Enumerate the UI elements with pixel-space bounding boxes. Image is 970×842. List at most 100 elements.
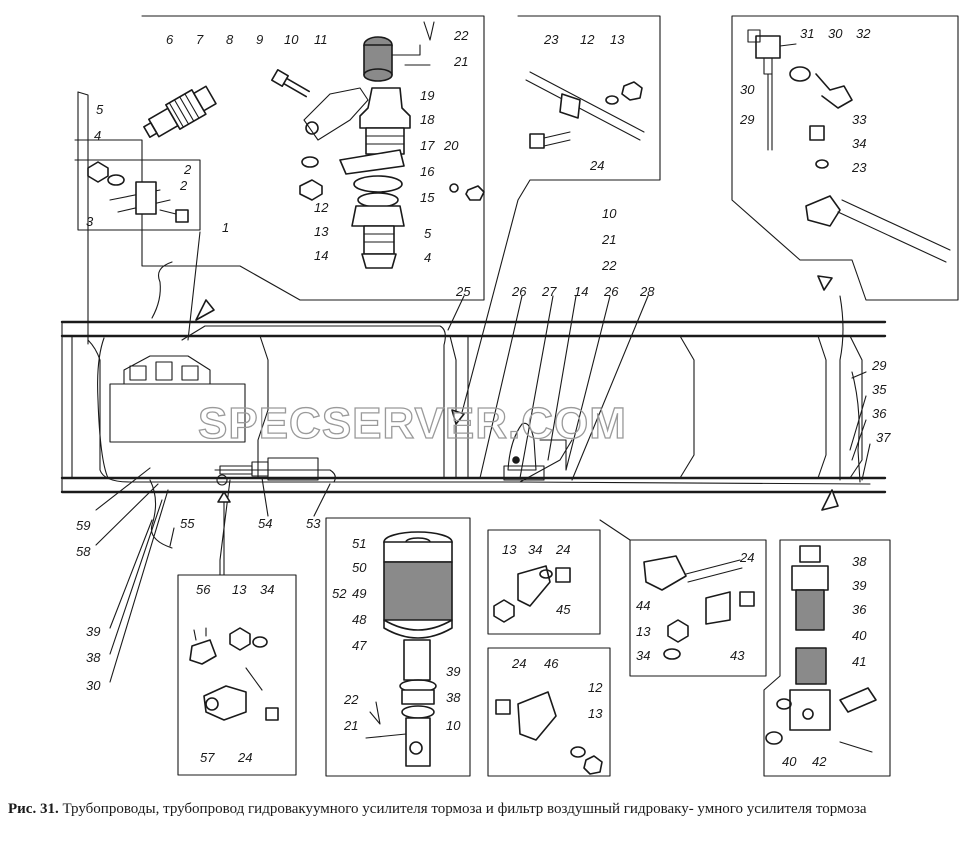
callout-25: 25 xyxy=(455,284,471,299)
valve-assembly xyxy=(216,457,319,486)
callout-59: 59 xyxy=(76,518,90,533)
pipeline-diagram: SPECSERVER.COM 1 2 2 3 4 5 6 7 8 9 10 11… xyxy=(60,15,959,777)
callout-10: 10 xyxy=(284,32,299,47)
callout-33: 33 xyxy=(852,112,867,127)
callout-18: 18 xyxy=(420,112,435,127)
figure-label: Рис. 31. xyxy=(8,801,59,817)
callout-23b: 23 xyxy=(851,160,867,175)
inset-sensor-detail xyxy=(177,479,297,776)
figure-caption: Рис. 31. Трубопроводы, трубопровод гидро… xyxy=(8,800,964,819)
inset-brackets xyxy=(487,529,611,777)
callout-36b: 36 xyxy=(852,602,867,617)
callout-3: 3 xyxy=(86,214,94,229)
callout-53: 53 xyxy=(306,516,321,531)
callout-39c: 39 xyxy=(852,578,866,593)
callout-38c: 38 xyxy=(852,554,867,569)
callout-4b: 4 xyxy=(424,250,431,265)
callout-26: 26 xyxy=(511,284,527,299)
callout-55: 55 xyxy=(180,516,195,531)
callout-49: 49 xyxy=(352,586,366,601)
callout-56: 56 xyxy=(196,582,211,597)
callout-13d: 13 xyxy=(232,582,247,597)
callout-24e: 24 xyxy=(739,550,754,565)
callout-21b: 21 xyxy=(601,232,616,247)
callout-38: 38 xyxy=(86,650,101,665)
callout-35: 35 xyxy=(872,382,887,397)
callout-57: 57 xyxy=(200,750,215,765)
callout-37: 37 xyxy=(876,430,891,445)
callout-29b: 29 xyxy=(871,358,886,373)
callout-20: 20 xyxy=(443,138,459,153)
callout-4: 4 xyxy=(94,128,101,143)
callout-13f: 13 xyxy=(588,706,603,721)
callout-34d: 34 xyxy=(636,648,650,663)
callout-12d: 12 xyxy=(588,680,603,695)
callout-45: 45 xyxy=(556,602,571,617)
callout-2: 2 xyxy=(183,162,192,177)
callout-31: 31 xyxy=(800,26,814,41)
battery-box xyxy=(97,337,246,479)
figure-caption-text: Трубопроводы, трубопровод гидровакуумног… xyxy=(62,801,867,817)
callout-13: 13 xyxy=(314,224,329,239)
callout-5: 5 xyxy=(96,102,104,117)
callout-51: 51 xyxy=(352,536,366,551)
callout-47: 47 xyxy=(352,638,367,653)
callout-40b: 40 xyxy=(782,754,797,769)
inset-tee-fitting xyxy=(731,15,959,301)
callout-23: 23 xyxy=(543,32,559,47)
callout-13e: 13 xyxy=(502,542,517,557)
callout-9: 9 xyxy=(256,32,263,47)
hydrovacuum-booster xyxy=(503,422,567,481)
leader-arrows xyxy=(195,275,839,576)
callout-24d: 24 xyxy=(511,656,526,671)
callout-5b: 5 xyxy=(424,226,432,241)
callout-30b: 30 xyxy=(740,82,755,97)
callout-10b: 10 xyxy=(602,206,617,221)
callout-39: 39 xyxy=(86,624,100,639)
callout-14: 14 xyxy=(314,248,328,263)
callout-7: 7 xyxy=(196,32,204,47)
callout-19: 19 xyxy=(420,88,434,103)
callout-21c: 21 xyxy=(343,718,358,733)
callout-44: 44 xyxy=(636,598,650,613)
callout-39b: 39 xyxy=(446,664,460,679)
inset-pipe-clip xyxy=(459,15,661,421)
callout-14b: 14 xyxy=(574,284,588,299)
inset-tee-bracket xyxy=(599,519,767,677)
callout-15: 15 xyxy=(420,190,435,205)
callout-34b: 34 xyxy=(260,582,274,597)
callout-labels: 1 2 2 3 4 5 6 7 8 9 10 11 22 21 19 18 17… xyxy=(76,26,891,769)
callout-22b: 22 xyxy=(601,258,617,273)
callout-52: 52 xyxy=(332,586,347,601)
callout-24: 24 xyxy=(589,158,604,173)
callout-38b: 38 xyxy=(446,690,461,705)
callout-40: 40 xyxy=(852,628,867,643)
callout-21: 21 xyxy=(453,54,468,69)
callout-2: 2 xyxy=(179,178,188,193)
chassis-frame xyxy=(60,320,887,494)
inset-fitting-detail xyxy=(74,15,485,301)
callout-34c: 34 xyxy=(528,542,542,557)
inset-air-filter xyxy=(325,517,471,777)
callout-32: 32 xyxy=(856,26,871,41)
callout-24c: 24 xyxy=(555,542,570,557)
callout-43: 43 xyxy=(730,648,745,663)
callout-8: 8 xyxy=(226,32,234,47)
callout-36: 36 xyxy=(872,406,887,421)
callout-46: 46 xyxy=(544,656,559,671)
callout-leaders xyxy=(95,231,871,683)
callout-17: 17 xyxy=(420,138,435,153)
callout-10c: 10 xyxy=(446,718,461,733)
callout-42: 42 xyxy=(812,754,827,769)
callout-50: 50 xyxy=(352,560,367,575)
callout-12: 12 xyxy=(314,200,329,215)
brake-pipelines xyxy=(77,91,871,549)
callout-22: 22 xyxy=(453,28,469,43)
callout-22c: 22 xyxy=(343,692,359,707)
callout-54: 54 xyxy=(258,516,272,531)
inset-brake-hose xyxy=(763,539,891,777)
callout-30: 30 xyxy=(828,26,843,41)
callout-24b: 24 xyxy=(237,750,252,765)
callout-27: 27 xyxy=(541,284,557,299)
inset-clamp-detail xyxy=(74,91,201,231)
